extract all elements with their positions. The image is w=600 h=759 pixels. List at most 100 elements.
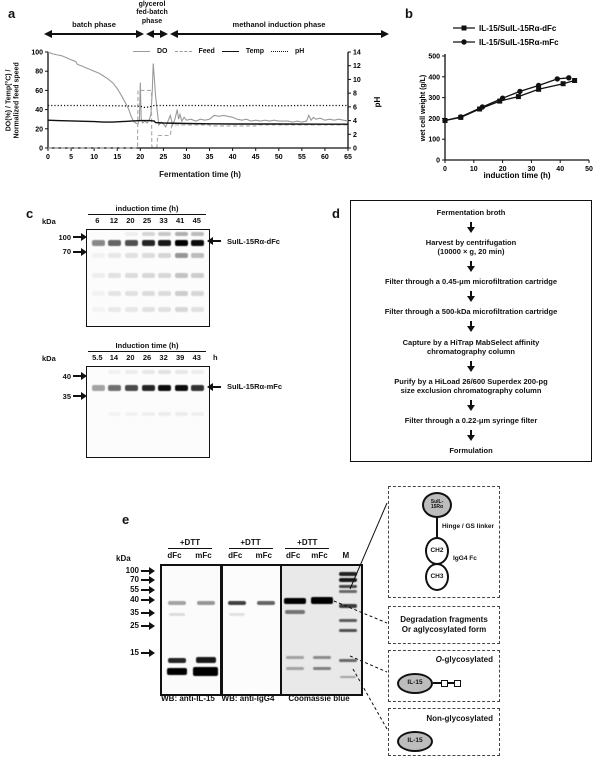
legend-label: Temp [245,48,264,55]
svg-text:14: 14 [353,50,361,57]
phase-arrows [44,30,389,38]
protein-band [91,290,105,296]
non-glycosylated-title: Non-glycosylated [426,714,493,723]
protein-band [108,412,121,416]
svg-text:60: 60 [321,154,329,161]
protein-band [191,385,205,391]
svg-text:20: 20 [35,126,43,133]
protein-band [167,658,186,664]
arrow-right-icon [141,648,155,657]
axis-a-xlabel: Fermentation time (h) [159,170,241,179]
legend-label: Feed [198,48,215,55]
protein-band [229,613,246,617]
panel-e-label: e [122,512,130,527]
panel-b-label: b [405,6,413,21]
arrow-down-icon [467,261,475,273]
dtt-header: +DTT [285,538,330,549]
protein-band [338,578,357,583]
kda-marker: 100 [46,233,87,242]
blot-image [86,229,210,327]
il15-oval-oglyc: IL-15 [397,673,433,694]
svg-text:60: 60 [35,88,43,95]
panel-a-label: a [8,6,16,21]
protein-band [284,598,307,604]
arrow-right-icon [73,372,87,381]
arrow-left-icon [207,382,221,391]
induction-time-header: induction time (h) [88,204,206,215]
protein-band [108,369,122,374]
protein-band [168,613,185,617]
lane-label: 33 [159,216,168,225]
kda-unit-label: kDa [116,554,131,563]
axis-a-ylabel-left: DO(%) / Temp(°C) / Normalized feed speed [5,62,21,139]
lane-unit-label: h [213,353,218,362]
svg-text:50: 50 [585,166,593,173]
lane-label: 45 [192,216,201,225]
protein-band [124,412,138,416]
non-glycosylated-box: Non-glycosylated IL-15 [388,708,500,756]
arrow-down-icon [467,360,475,372]
gel-image [280,564,363,696]
lane-label: 43 [192,353,201,362]
svg-text:55: 55 [298,154,306,161]
panel-c-label: c [26,206,34,221]
protein-band [167,600,186,605]
kda-unit-label: kDa [42,354,56,363]
svg-text:25: 25 [159,154,167,161]
protein-band [141,369,155,374]
protein-band [158,239,172,246]
gel-caption: WB: anti-IL-15 [161,694,215,703]
protein-band [141,239,155,246]
protein-band [158,273,172,279]
protein-band [191,412,205,416]
svg-text:8: 8 [353,91,357,98]
arrow-left-icon [207,237,221,246]
protein-band [174,385,188,391]
kda-value: 55 [130,585,139,594]
svg-text:6: 6 [353,104,357,111]
arrow-down-icon [467,321,475,333]
svg-text:35: 35 [206,154,214,161]
kda-value: 15 [130,648,139,657]
arrow-down-icon [467,399,475,411]
protein-band [166,668,187,676]
protein-band [174,253,188,258]
svg-text:400: 400 [428,74,440,81]
protein-band [141,306,155,312]
kda-value: 40 [130,595,139,604]
svg-text:80: 80 [35,69,43,76]
svg-text:pH: pH [373,96,382,107]
svg-text:30: 30 [528,166,536,173]
protein-band [108,306,122,312]
gel-lane-label: dFc [286,551,301,560]
svg-text:induction time (h): induction time (h) [483,171,550,180]
protein-band [191,253,205,258]
svg-text:4: 4 [353,118,357,125]
protein-band [312,655,331,659]
phase-glycerol-label: glycerol fed-batch phase [136,1,168,25]
hinge-linker-label: Hinge / GS linker [442,523,495,530]
protein-band [141,385,155,391]
kda-value: 70 [130,575,139,584]
svg-text:10: 10 [353,77,361,84]
protein-band [338,604,357,609]
protein-band [174,412,188,416]
protein-band [158,253,172,258]
protein-band [158,231,172,236]
svg-text:40: 40 [556,166,564,173]
protein-band [108,273,122,279]
svg-text:0: 0 [436,158,440,165]
linker-line [436,517,438,538]
protein-band [91,239,105,246]
kda-ladder-marker: 70 [110,575,155,584]
arrow-right-icon [141,621,155,630]
svg-text:45: 45 [252,154,260,161]
legend-line-sample [174,51,192,52]
